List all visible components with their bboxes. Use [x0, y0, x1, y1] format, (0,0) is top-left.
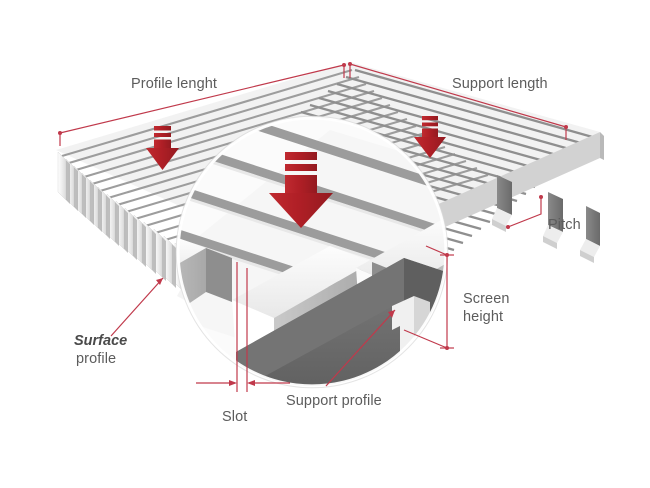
dim-support-length [348, 62, 568, 140]
dim-slot [196, 262, 290, 392]
profile-bar-ends-left [56, 150, 184, 292]
label-pitch: Pitch [548, 217, 581, 233]
label-support-profile: Support profile [286, 393, 382, 409]
label-profile-length: Profile lenght [131, 76, 217, 92]
dim-profile-length [58, 63, 346, 146]
leader-surface-profile [110, 277, 164, 337]
dim-pitch [506, 195, 543, 229]
diagram-labels: Profile lenght Support length Pitch Scre… [74, 76, 581, 425]
label-surface-profile-line1: Surface [74, 333, 127, 349]
flow-arrow-right [414, 116, 446, 158]
dim-screen-height [403, 245, 454, 350]
label-support-length: Support length [452, 76, 548, 92]
label-slot: Slot [222, 409, 247, 425]
flow-arrow-center [269, 152, 333, 228]
magnifier-rim-inner [176, 116, 448, 388]
flow-arrow-left [146, 126, 179, 170]
label-screen-height-line1: Screen [463, 291, 510, 307]
magnifier-rim-outer [175, 115, 449, 389]
magnified-profile-bar-a [178, 238, 206, 330]
label-surface-profile-line2: profile [76, 351, 116, 367]
deck-corner [600, 132, 604, 160]
support-beams-far [492, 175, 600, 263]
label-screen-height-line2: height [463, 309, 503, 325]
dimension-lines [58, 62, 568, 392]
leader-support-profile [325, 309, 396, 387]
